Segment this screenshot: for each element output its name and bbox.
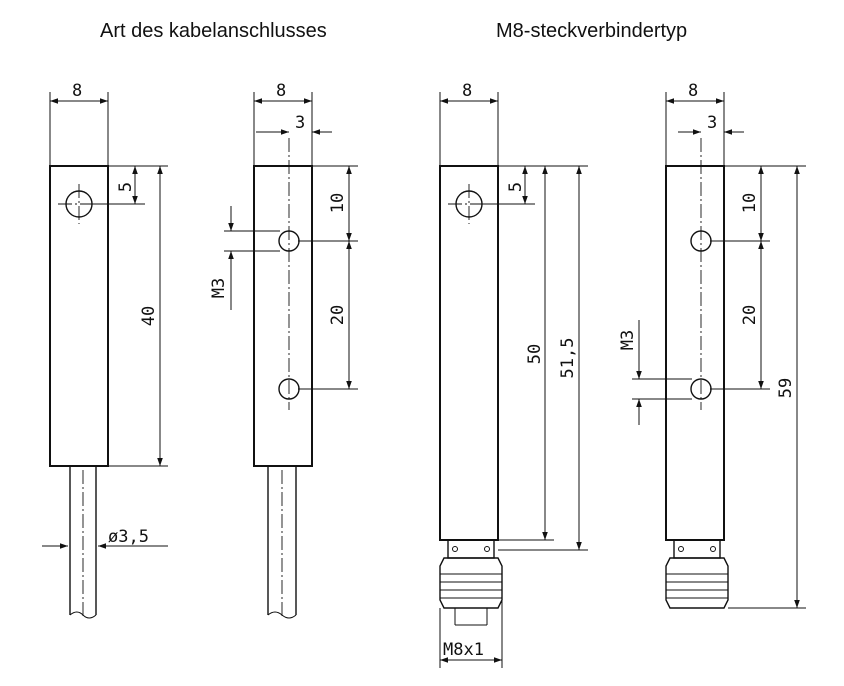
dim-width: 8 — [72, 81, 82, 101]
dim-connector: M8x1 — [443, 640, 484, 660]
m8-connector — [439, 539, 503, 626]
sensor-body — [49, 165, 109, 467]
cable-side-view: 8 3 M3 10 20 — [209, 81, 358, 619]
dim-hole1: 10 — [328, 193, 348, 213]
dim-hole-spacing: 20 — [740, 305, 760, 325]
dim-thread: M3 — [618, 330, 638, 350]
m8-side-view: 8 3 10 20 M3 59 — [618, 81, 806, 609]
dim-hole-inset: 3 — [295, 113, 305, 133]
dim-thread: M3 — [209, 278, 229, 298]
m8-connector — [665, 539, 729, 609]
dim-width: 8 — [276, 81, 286, 101]
dim-hole-offset: 5 — [116, 182, 136, 192]
sensor-body — [253, 165, 313, 467]
dim-width: 8 — [462, 81, 472, 101]
cable-type-heading: Art des kabelanschlusses — [100, 20, 327, 42]
dim-length-to-connector: 51,5 — [558, 338, 578, 379]
dim-hole-offset: 5 — [506, 182, 526, 192]
dim-total-length: 59 — [776, 378, 796, 398]
m8-type-heading: M8-steckverbindertyp — [496, 20, 688, 42]
dim-body-length: 50 — [525, 344, 545, 364]
sensor-body — [439, 165, 499, 541]
m8-front-view: 8 5 50 51,5 M8x1 — [439, 81, 588, 668]
dim-length: 40 — [139, 306, 159, 326]
dim-cable-diameter: ø3,5 — [108, 527, 149, 547]
dim-width: 8 — [688, 81, 698, 101]
cable-front-view: 8 5 40 ø3,5 — [42, 81, 168, 619]
dim-hole-spacing: 20 — [328, 305, 348, 325]
dim-hole-inset: 3 — [707, 113, 717, 133]
cable — [267, 466, 297, 619]
sensor-body — [665, 165, 725, 541]
dim-hole1: 10 — [740, 193, 760, 213]
cable — [69, 466, 97, 619]
